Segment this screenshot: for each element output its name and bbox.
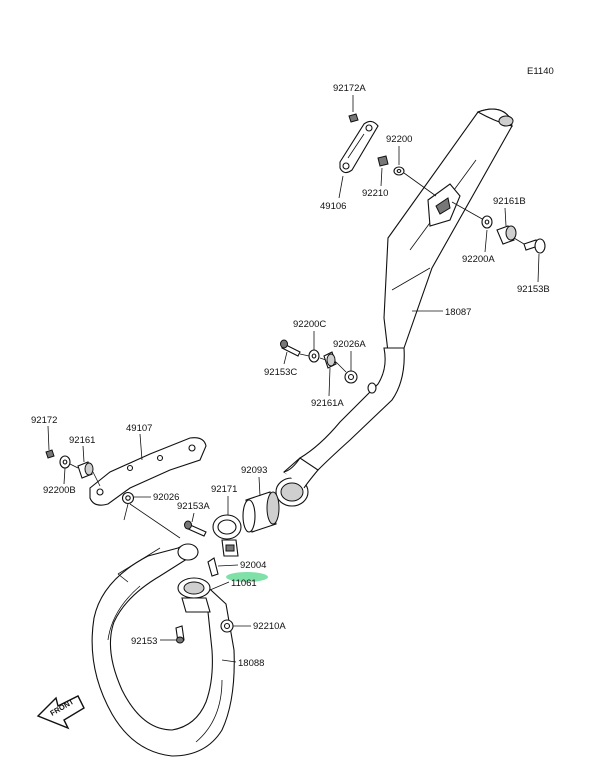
bolt-92153B[interactable]	[523, 238, 546, 254]
label-11061: 11061	[231, 578, 257, 589]
label-92172: 92172	[31, 415, 57, 426]
muffler-part[interactable]	[275, 108, 514, 507]
label-92153C: 92153C	[264, 367, 297, 378]
label-92026: 92026	[153, 492, 179, 503]
label-92172A: 92172A	[333, 83, 366, 94]
washer-92200[interactable]	[393, 166, 405, 176]
gasket-92004[interactable]	[207, 557, 219, 577]
bolt-92153A[interactable]	[184, 520, 207, 537]
label-49107: 49107	[126, 423, 152, 434]
label-92200: 92200	[386, 134, 412, 145]
label-49106: 49106	[320, 201, 346, 212]
label-18087: 18087	[445, 307, 471, 318]
label-18088: 18088	[238, 658, 264, 669]
label-92161B: 92161B	[493, 196, 526, 207]
label-92171: 92171	[211, 484, 237, 495]
nut-92210[interactable]	[377, 155, 389, 167]
collar-92161B[interactable]	[496, 225, 517, 245]
clamp-92171[interactable]	[212, 514, 242, 557]
bracket-49106[interactable]	[339, 120, 379, 174]
label-92200C: 92200C	[293, 319, 326, 330]
bolt-92172A[interactable]	[348, 113, 359, 123]
label-92026A: 92026A	[333, 339, 366, 350]
nut-92026A[interactable]	[344, 370, 358, 384]
label-92161: 92161	[69, 435, 95, 446]
header-pipe-18088[interactable]	[91, 543, 235, 757]
front-direction-arrow: FRONT	[36, 695, 85, 730]
stud-92153[interactable]	[175, 625, 185, 644]
washer-92200C[interactable]	[308, 349, 320, 363]
washer-92200A[interactable]	[481, 215, 493, 229]
gasket-92093[interactable]	[242, 491, 280, 533]
label-92200A: 92200A	[462, 254, 495, 265]
label-92004: 92004	[240, 560, 266, 571]
label-92210: 92210	[362, 188, 388, 199]
bracket-49107[interactable]	[89, 437, 207, 506]
label-92161A: 92161A	[311, 398, 344, 409]
highlight-11061	[226, 572, 268, 582]
label-92153B: 92153B	[517, 284, 550, 295]
label-92200B: 92200B	[43, 485, 76, 496]
nut-92210A[interactable]	[220, 619, 234, 633]
bolt-92153C[interactable]	[280, 339, 301, 357]
collar-92161[interactable]	[77, 461, 94, 479]
bolt-92172[interactable]	[45, 449, 55, 459]
label-92093: 92093	[241, 465, 267, 476]
label-92210A: 92210A	[253, 621, 286, 632]
label-92153: 92153	[131, 636, 157, 647]
nut-92026[interactable]	[121, 491, 135, 505]
label-92153A: 92153A	[177, 501, 210, 512]
collar-92161A[interactable]	[323, 351, 337, 369]
diagram-code: E1140	[527, 66, 554, 77]
washer-92200B[interactable]	[59, 455, 71, 469]
